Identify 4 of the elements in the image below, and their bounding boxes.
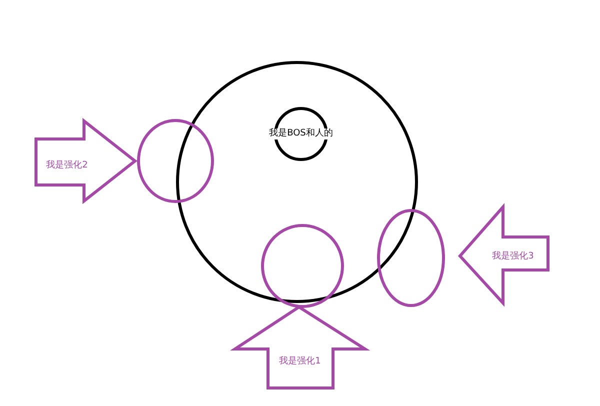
- shape-label: 我是强化3: [492, 252, 534, 262]
- shape-label: 我是BOS和人的: [268, 128, 334, 140]
- shape-label: 我是强化2: [46, 160, 88, 172]
- shape-label: 我是强化1: [279, 356, 321, 368]
